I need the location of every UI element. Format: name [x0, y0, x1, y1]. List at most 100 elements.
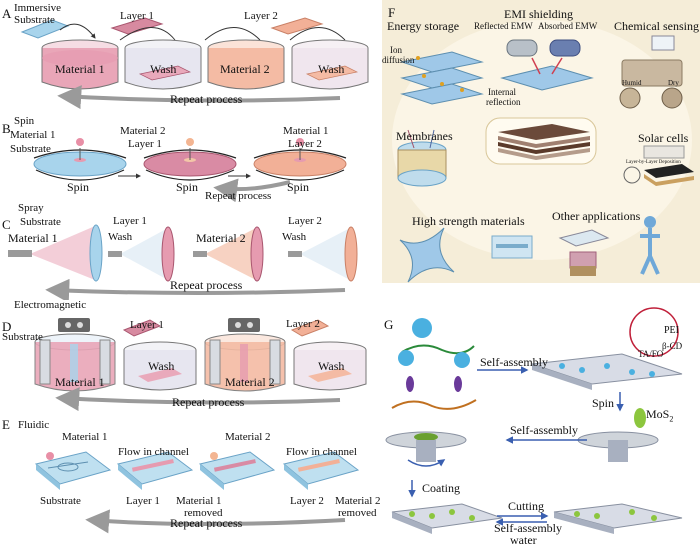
- immersive-label: Immersive: [14, 2, 62, 14]
- substrate-label-b: Substrate: [10, 143, 51, 155]
- chip-2: [116, 451, 194, 490]
- panel-a-letter: A: [2, 6, 12, 21]
- dry-label: Dry: [668, 79, 679, 87]
- mos2-label: MoS2: [646, 407, 674, 424]
- other-applications-label: Other applications: [552, 209, 641, 223]
- mat1removed-b: removed: [184, 507, 223, 519]
- spray-title: Spray: [18, 202, 44, 214]
- membranes-illustration: [397, 129, 447, 187]
- mos2-flake: [634, 408, 646, 428]
- spray-3: [193, 226, 264, 282]
- flow2-label-e: Flow in channel: [286, 446, 357, 458]
- panel-b-drawing: [33, 138, 347, 203]
- self-assembly-label-1: Self-assembly: [480, 355, 548, 369]
- panel-f: F Energy storage Ion diffusion EMI shiel…: [382, 0, 700, 283]
- chip-3: [198, 451, 276, 490]
- cutting-label: Cutting: [508, 499, 545, 513]
- emi-shielding-illustration: [500, 39, 594, 91]
- repeat-arrow-c: [45, 278, 346, 303]
- high-strength-label: High strength materials: [412, 214, 525, 228]
- beaker-a4: [291, 39, 369, 90]
- spin-disk-1: [33, 138, 127, 181]
- beaker-a3-label: Material 2: [220, 62, 270, 76]
- beaker-a2: [124, 39, 202, 90]
- chip-1: [34, 451, 112, 490]
- panel-e-drawing: [34, 451, 360, 534]
- layer2-label: Layer 2: [244, 10, 278, 22]
- substrate-label: Substrate: [14, 14, 55, 26]
- panel-g: G Self-assembly PEI β-CD TA/FO Spin MoS2…: [382, 300, 700, 546]
- beaker-d4-label: Wash: [318, 359, 345, 373]
- film-top: [531, 353, 683, 390]
- diffusion-label: diffusion: [382, 55, 415, 65]
- spin-coater-right: [577, 431, 659, 462]
- layer1-label-c: Layer 1: [113, 215, 147, 227]
- wash1-label-c: Wash: [108, 231, 133, 243]
- layer2-slide: [270, 17, 324, 35]
- beaker-d4: [290, 319, 367, 391]
- spin-label-3: Spin: [287, 180, 310, 194]
- energy-storage-illustration: [400, 51, 484, 105]
- fluidic-title: Fluidic: [18, 419, 50, 431]
- energy-storage-label: Energy storage: [387, 19, 460, 33]
- repeat-arrow-b: [213, 178, 291, 203]
- solar-cells-label: Solar cells: [638, 131, 689, 145]
- material2-label-e: Material 2: [225, 431, 271, 443]
- chemical-sensing-label: Chemical sensing: [614, 19, 699, 33]
- layer1-label: Layer 1: [120, 10, 154, 22]
- beaker-d2: [122, 319, 197, 391]
- repeat-label-c: Repeat process: [170, 278, 243, 292]
- repeat-label-b: Repeat process: [205, 190, 272, 202]
- beta-cd-label: β-CD: [662, 341, 683, 351]
- spray-2: [108, 226, 175, 282]
- film-bottom-left: [391, 503, 503, 534]
- ta-fo-label: TA/FO: [638, 349, 664, 359]
- panel-d-drawing: [34, 318, 367, 412]
- panel-c-letter: C: [2, 217, 11, 232]
- panel-a: A Immersive Substrate Layer 1 Layer 2 Ma…: [0, 0, 380, 112]
- layer1-slide: [110, 17, 164, 35]
- solar-cells-illustration: [623, 145, 694, 186]
- arrow-a2: [119, 27, 176, 41]
- spin-disk-3: [253, 138, 347, 181]
- panel-f-drawing: [382, 0, 700, 283]
- lbl-device-label: Layer-by-Layer Deposition: [626, 160, 681, 165]
- spray-4: [288, 226, 358, 282]
- repeat-arrow-d: [55, 387, 341, 412]
- ion-label: Ion: [390, 45, 402, 55]
- chip-4: [282, 451, 360, 490]
- spin-disk-2: [143, 138, 237, 181]
- film-bottom-right: [553, 503, 683, 534]
- layer2-label-d: Layer 2: [286, 318, 320, 330]
- panel-d: D Electromagnetic Substrate Layer 1 Laye…: [0, 300, 380, 412]
- panel-b-letter: B: [2, 121, 11, 136]
- spray-1: [8, 224, 103, 282]
- absorbed-emw-label: Absorbed EMW: [538, 21, 598, 31]
- arrow-a4: [289, 27, 346, 41]
- panel-a-drawing: [20, 17, 369, 110]
- material1-label-b: Material 1: [10, 129, 56, 141]
- material1-label-c: Material 1: [8, 231, 58, 245]
- layer1-label-d: Layer 1: [130, 319, 164, 331]
- molecules-illustration: [391, 318, 477, 410]
- internal-label: Internal: [488, 87, 516, 97]
- material2-label-c: Material 2: [196, 231, 246, 245]
- panel-c-drawing: [8, 224, 358, 303]
- beaker-a4-label: Wash: [318, 62, 345, 76]
- substrate-slide: [20, 19, 70, 39]
- substrate-label-e: Substrate: [40, 495, 81, 507]
- reflection-label: reflection: [486, 97, 521, 107]
- mat1removed-a: Material 1: [176, 495, 222, 507]
- panel-c: C Spray Substrate Material 1 Layer 1 Was…: [0, 200, 380, 303]
- repeat-label-d: Repeat process: [172, 395, 245, 409]
- panel-g-drawing: [385, 307, 683, 534]
- beaker-a1: [41, 39, 119, 90]
- emi-shielding-label: EMI shielding: [504, 7, 573, 21]
- panel-b: B Spin Material 1 Substrate Material 2 L…: [0, 112, 380, 204]
- panel-f-letter: F: [388, 5, 396, 20]
- beaker-d3: [204, 318, 286, 392]
- spin-label-1: Spin: [67, 180, 90, 194]
- membranes-label: Membranes: [396, 129, 453, 143]
- panel-e: E Fluidic Material 1 Flow in channel Mat…: [0, 412, 381, 544]
- beaker-d1: [34, 318, 116, 392]
